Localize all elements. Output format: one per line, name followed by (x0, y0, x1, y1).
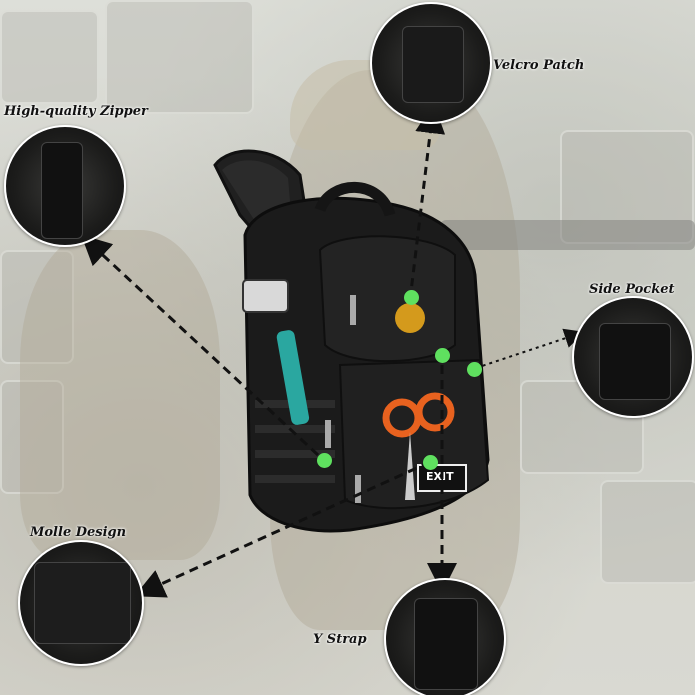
side-pocket-callout (572, 296, 694, 418)
wall-stone (0, 10, 99, 104)
zipper-label: High-quality Zipper (4, 104, 148, 119)
molle-callout (18, 540, 144, 666)
zipper-callout (4, 125, 126, 247)
marker-dot-velcro (404, 290, 419, 305)
velcro-callout (370, 2, 492, 124)
side-pocket-label: Side Pocket (589, 282, 675, 297)
wall-stone (0, 250, 74, 364)
soldier-left (20, 230, 220, 560)
velcro-patch-label: Velcro Patch (493, 58, 585, 73)
wall-stone (105, 0, 254, 114)
wall-stone (0, 380, 64, 494)
marker-dot (435, 348, 450, 363)
marker-dot-zipper (317, 453, 332, 468)
rifle (440, 220, 695, 250)
y-strap-label: Y Strap (313, 632, 367, 647)
y-strap-callout (384, 578, 506, 695)
molle-design-label: Molle Design (30, 525, 127, 540)
marker-dot-molle (423, 455, 438, 470)
exit-patch-text: EXIT (426, 470, 454, 483)
wall-stone (600, 480, 695, 584)
marker-dot-side (467, 362, 482, 377)
